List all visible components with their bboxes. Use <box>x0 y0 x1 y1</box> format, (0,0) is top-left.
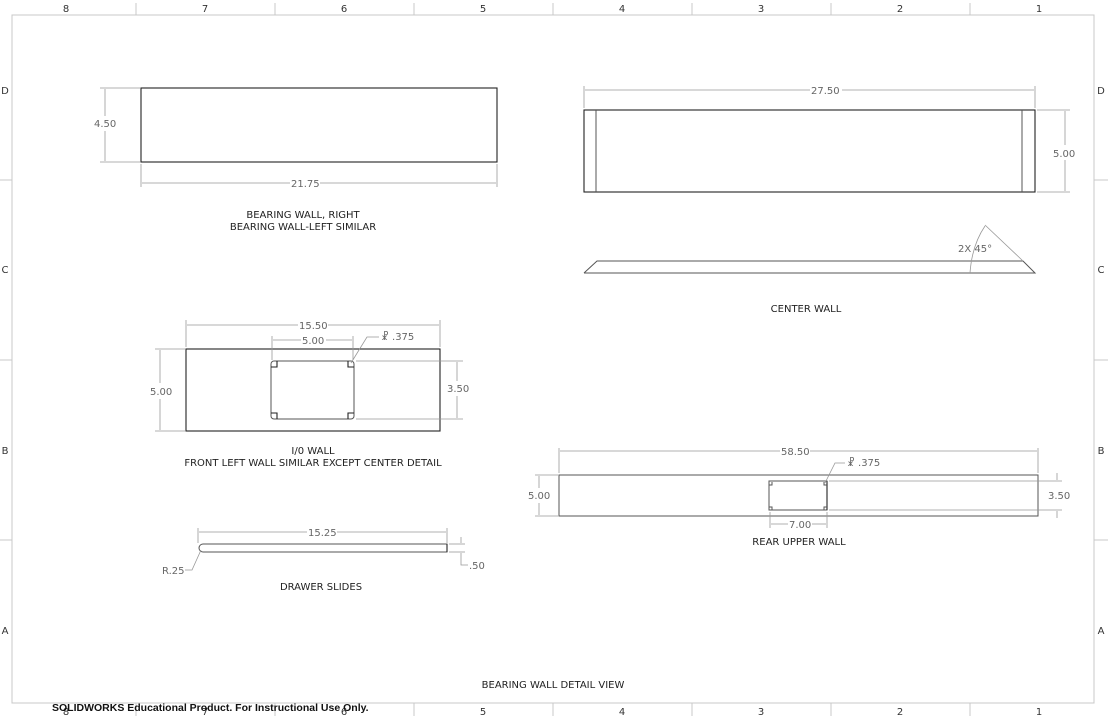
zone-label: A <box>1098 626 1105 637</box>
dimension-width: 27.50 <box>811 86 840 97</box>
sheet-border <box>0 3 1108 716</box>
dimension-height: 5.00 <box>1053 149 1075 160</box>
zone-label: 6 <box>341 707 347 718</box>
zone-label: D <box>1 86 9 97</box>
zone-label: C <box>1098 265 1105 276</box>
dimension-height: 4.50 <box>94 119 116 130</box>
view-caption: BEARING WALL, RIGHT <box>246 210 360 221</box>
zone-label: 1 <box>1036 707 1042 718</box>
dimension-width: 15.50 <box>299 321 328 332</box>
view-rear-upper-wall[interactable]: 58.50 ☧ .375 5.00 3.50 7.00 REAR UPPER W… <box>528 447 1070 548</box>
zone-label: 8 <box>63 4 69 15</box>
dimension-cutout-width: 5.00 <box>302 336 324 347</box>
zone-label: B <box>2 446 9 457</box>
zone-label: 2 <box>897 707 903 718</box>
view-caption: CENTER WALL <box>771 304 842 315</box>
dimension-height: 5.00 <box>150 387 172 398</box>
zone-labels-bottom: 8 7 6 5 4 3 2 1 <box>63 707 1042 718</box>
educational-watermark: SOLIDWORKS Educational Product. For Inst… <box>52 702 369 714</box>
dimension-width: 58.50 <box>781 447 810 458</box>
zone-label: 7 <box>202 4 208 15</box>
zone-label: 8 <box>63 707 69 718</box>
zone-label: 5 <box>480 707 486 718</box>
zone-label: D <box>1097 86 1105 97</box>
zone-label: B <box>1098 446 1105 457</box>
view-caption: REAR UPPER WALL <box>752 537 846 548</box>
dimension-width: 15.25 <box>308 528 337 539</box>
zone-label: 4 <box>619 707 625 718</box>
zone-label: 3 <box>758 4 764 15</box>
dimension-radius: R.25 <box>162 566 185 577</box>
depth-callout: ☧ .375 <box>381 331 414 343</box>
zone-label: 7 <box>202 707 208 718</box>
zone-label: 5 <box>480 4 486 15</box>
zone-label: 3 <box>758 707 764 718</box>
dimension-cutout-width: 7.00 <box>789 520 811 531</box>
zone-label: 4 <box>619 4 625 15</box>
sheet-title: BEARING WALL DETAIL VIEW <box>482 680 625 691</box>
zone-label: 1 <box>1036 4 1042 15</box>
view-bearing-wall[interactable]: 4.50 21.75 BEARING WALL, RIGHT BEARING W… <box>94 87 498 233</box>
depth-callout: ☧ .375 <box>847 457 880 469</box>
zone-label: 6 <box>341 4 347 15</box>
dimension-height: 5.00 <box>528 491 550 502</box>
view-caption-sub: BEARING WALL-LEFT SIMILAR <box>230 222 376 233</box>
view-caption-sub: FRONT LEFT WALL SIMILAR EXCEPT CENTER DE… <box>184 458 442 469</box>
dimension-angle: 2X 45° <box>958 244 992 255</box>
view-caption: DRAWER SLIDES <box>280 582 362 593</box>
zone-labels-top: 8 7 6 5 4 3 2 1 <box>63 4 1042 15</box>
dimension-width: 21.75 <box>291 179 320 190</box>
view-io-wall[interactable]: 15.50 5.00 ☧ .375 5.00 3.50 I/0 WALL FRO… <box>150 320 469 469</box>
view-caption: I/0 WALL <box>291 446 335 457</box>
view-center-wall[interactable]: 27.50 5.00 2X 45° CENTER WALL <box>583 86 1075 315</box>
view-drawer-slides[interactable]: 15.25 .50 R.25 DRAWER SLIDES <box>162 528 485 593</box>
zone-label: A <box>2 626 9 637</box>
zone-labels-side: D C B A D C B A <box>1 86 1105 637</box>
dimension-cutout-height: 3.50 <box>1048 491 1070 502</box>
zone-label: 2 <box>897 4 903 15</box>
zone-label: C <box>2 265 9 276</box>
dimension-thickness: .50 <box>469 561 485 572</box>
dimension-cutout-height: 3.50 <box>447 384 469 395</box>
